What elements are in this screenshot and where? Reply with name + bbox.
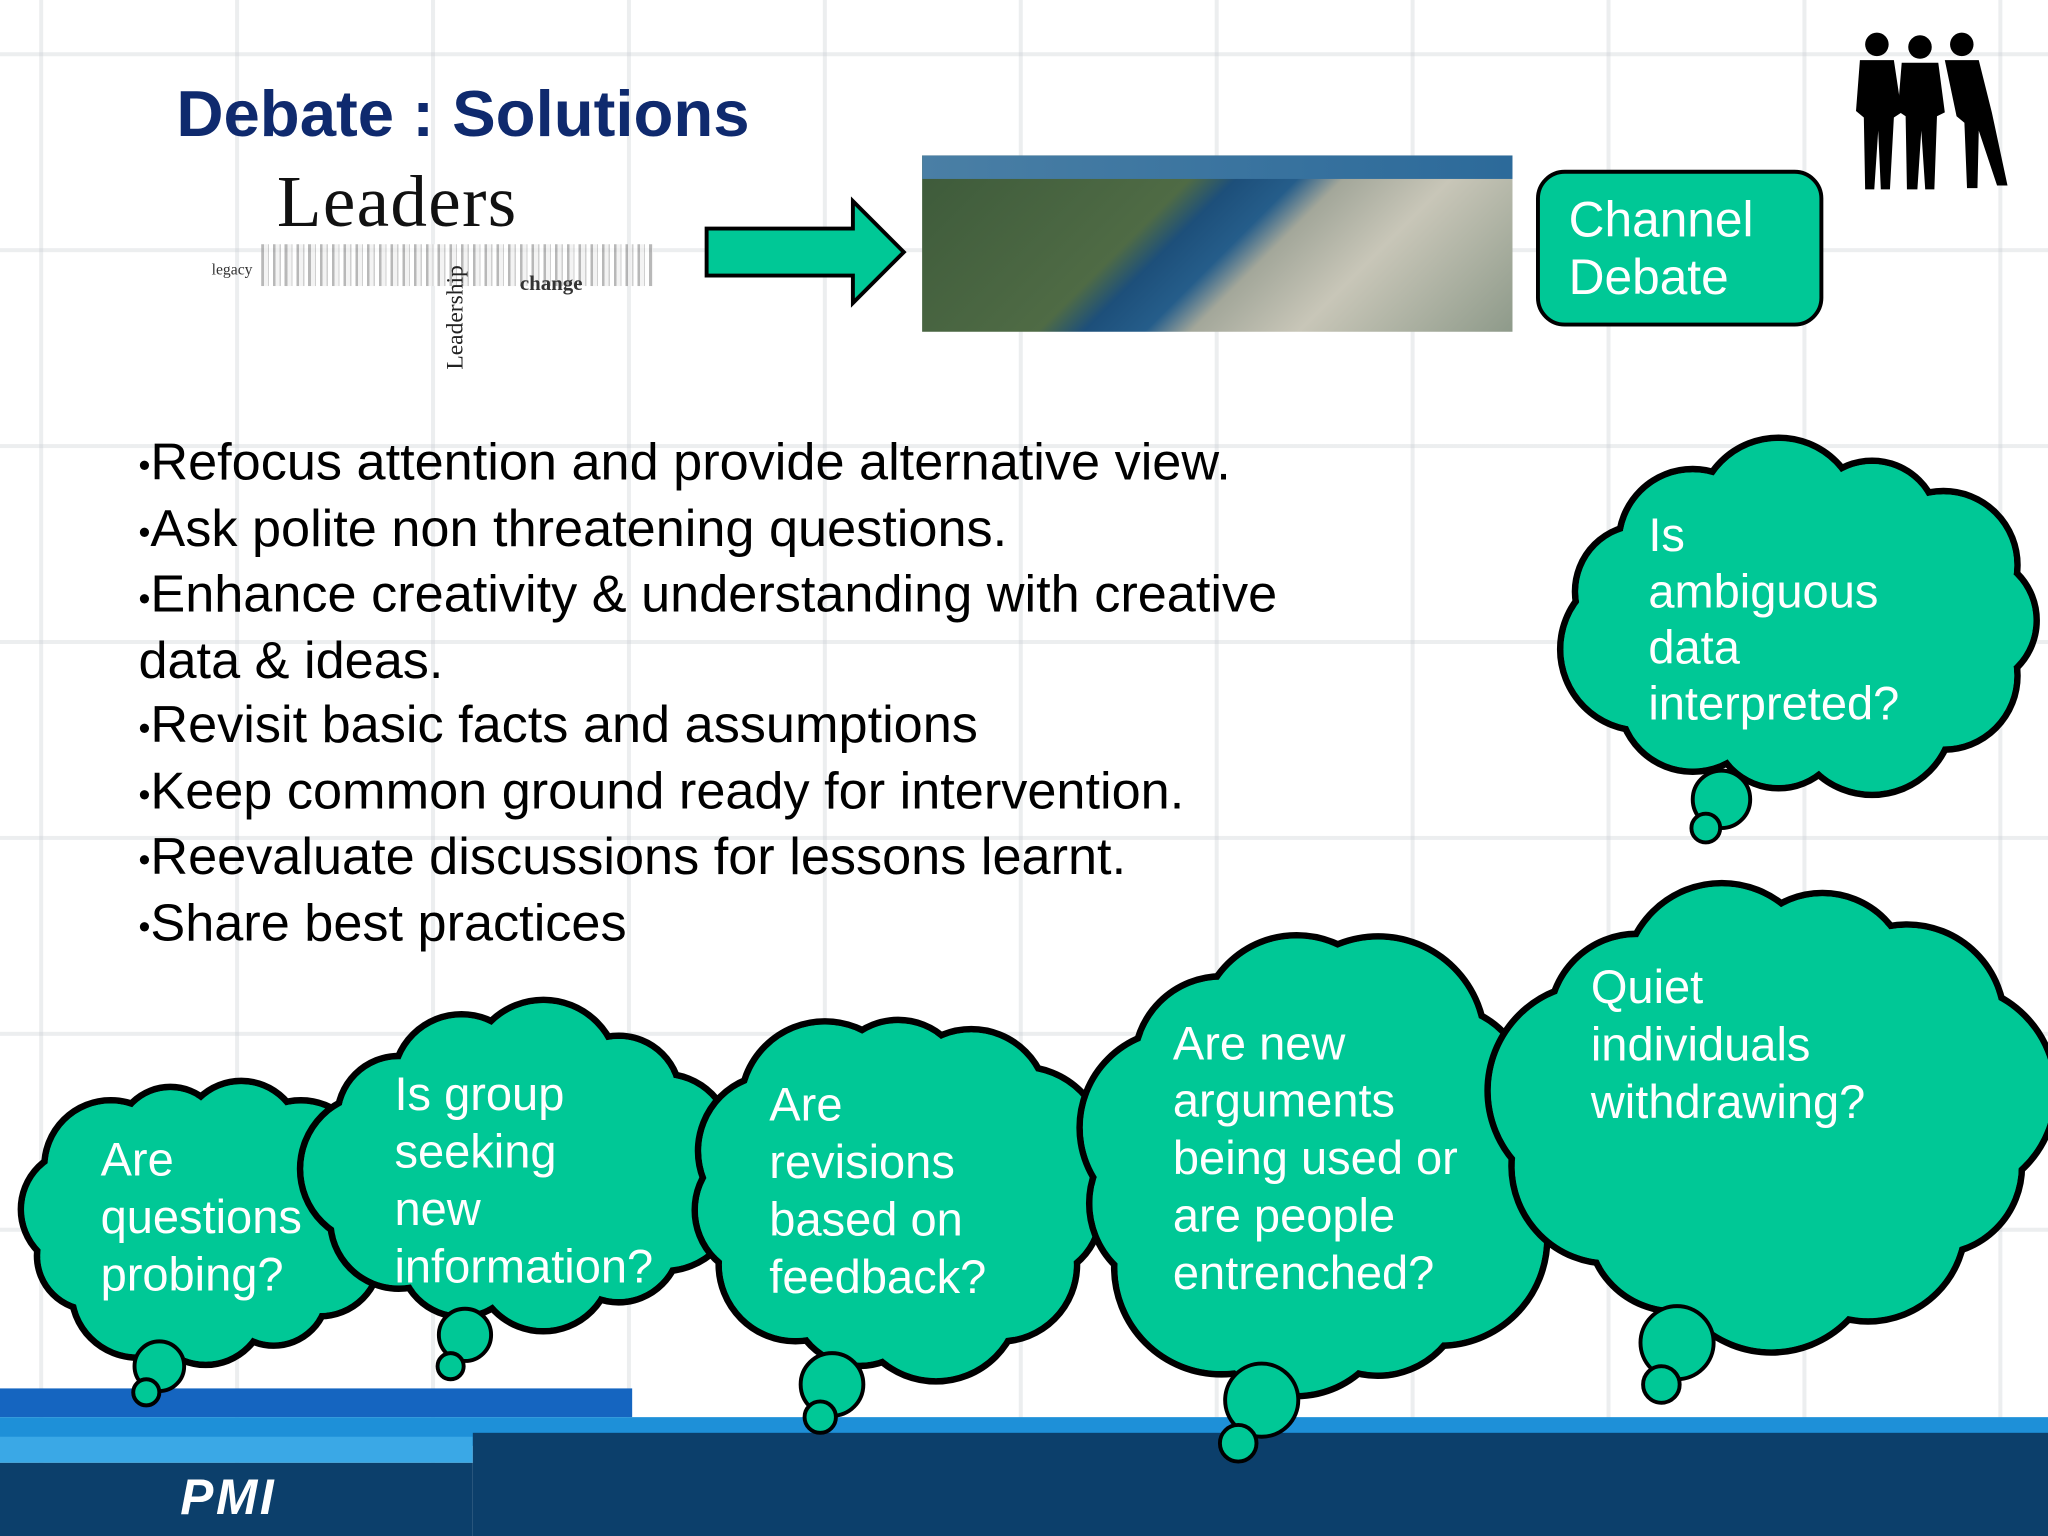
footer-stripe-blue <box>0 1388 633 1418</box>
bullet-item: Ask polite non threatening questions. <box>138 497 1444 563</box>
cloud-body <box>1573 955 1970 1265</box>
thought-tail-bubble <box>436 1306 494 1363</box>
footer-stripe-light <box>0 1436 473 1463</box>
cloud-body <box>1151 1011 1483 1320</box>
bullet-item: Reevaluate discussions for lessons learn… <box>138 826 1444 892</box>
thought-tail-bubble <box>1217 1423 1259 1464</box>
thought-tail-bubble <box>802 1399 838 1435</box>
thought-bubble-cloud <box>1556 434 2040 845</box>
word-cloud-noise <box>261 244 654 287</box>
bubble-text-questions: Are questions probing? <box>100 1132 302 1301</box>
bullet-item: Keep common ground ready for interventio… <box>138 760 1444 826</box>
cloud-body <box>1620 503 1985 738</box>
footer-dark <box>472 1432 2048 1536</box>
leaders-heading: Leaders <box>276 161 518 243</box>
thought-tail-bubble <box>131 1377 162 1408</box>
cloud-body <box>67 1125 344 1317</box>
bullet-list: Refocus attention and provide alternativ… <box>138 431 1444 958</box>
bullet-item: Share best practices <box>138 892 1444 958</box>
cloud-body <box>747 1073 1049 1317</box>
thought-bubble-cloud <box>1076 931 1565 1464</box>
thought-tail-bubble <box>1689 811 1723 845</box>
channel-debate-box: Channel Debate <box>1535 169 1824 327</box>
bubble-text-quiet: Quiet individuals withdrawing? <box>1590 959 1866 1129</box>
word-change: change <box>519 272 583 296</box>
bullet-item: Refocus attention and provide alternativ… <box>138 431 1444 497</box>
right-arrow-icon <box>704 196 907 308</box>
bubble-text-ambiguous: Is ambiguous data interpreted? <box>1648 508 1900 731</box>
aerial-channel-photo <box>922 155 1513 332</box>
thought-bubble-cloud <box>1484 879 2048 1405</box>
bullet-item: Enhance creativity & understanding with … <box>138 564 1392 694</box>
bubble-text-revisions: Are revisions based on feedback? <box>769 1077 987 1304</box>
pmi-logo: PMI <box>180 1470 277 1526</box>
cloud-body <box>361 1060 684 1278</box>
thought-tail-bubble <box>435 1351 466 1382</box>
slide-title: Debate : Solutions <box>176 77 750 151</box>
bubble-text-group: Is group seeking new information? <box>394 1067 654 1294</box>
bullet-item: Revisit basic facts and assumptions <box>138 693 1444 759</box>
leaders-word-cloud-image: Leaders Leadership change legacy <box>209 161 679 370</box>
bubble-text-arguments: Are new arguments being used or are peop… <box>1172 1016 1458 1300</box>
thought-bubble-cloud <box>691 1016 1109 1435</box>
thought-tail-bubble <box>1223 1361 1301 1439</box>
people-silhouette-icon <box>1855 32 2008 190</box>
thought-tail-bubble <box>1641 1364 1682 1405</box>
word-legacy: legacy <box>211 259 253 279</box>
footer-dark-left <box>0 1462 473 1536</box>
